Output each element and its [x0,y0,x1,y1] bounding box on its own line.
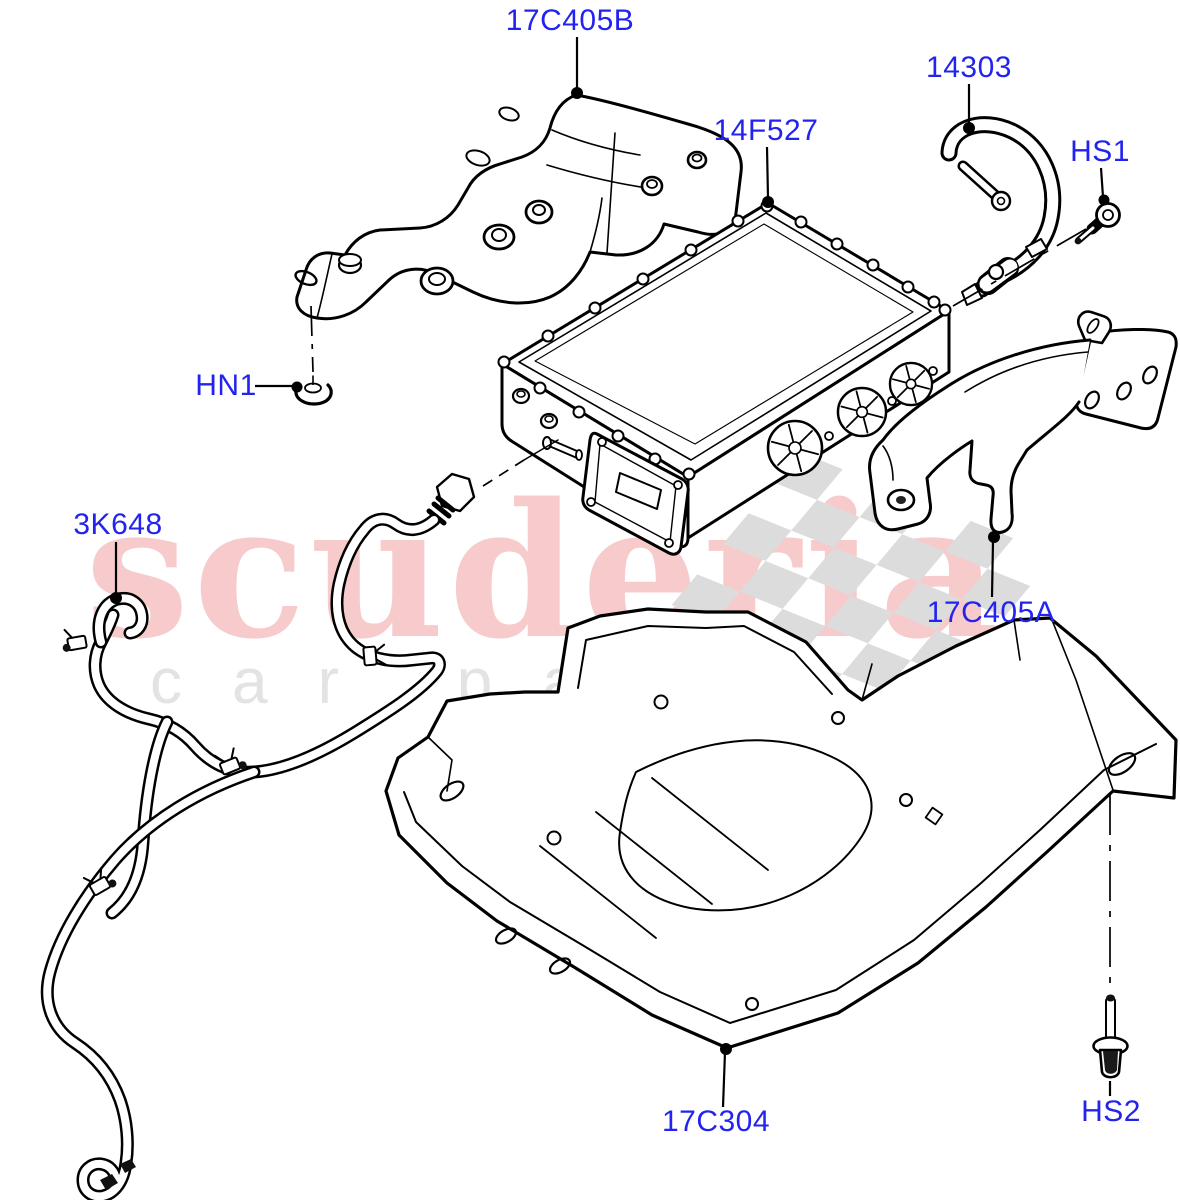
cooling-fan [888,361,934,407]
inverter-module-drawing[interactable] [497,199,952,556]
lid-screws [497,199,952,481]
nut-hn1-drawing[interactable] [294,375,333,406]
coolant-hose-drawing[interactable] [40,439,559,1200]
support-tray-drawing[interactable] [384,607,1178,1050]
part-label-HS2[interactable]: HS2 [1081,1095,1141,1128]
mounting-bracket-drawing[interactable] [868,310,1178,534]
part-label-HN1[interactable]: HN1 [195,369,257,402]
part-label-17C405A[interactable]: 17C405A [926,596,1056,629]
screw-hs1-drawing[interactable] [1074,202,1121,245]
part-label-14F527[interactable]: 14F527 [713,114,819,147]
grommet [419,150,708,296]
connector-box [581,431,690,556]
part-label-17C405B[interactable]: 17C405B [505,4,635,37]
part-label-HS1[interactable]: HS1 [1070,135,1130,168]
part-label-17C304[interactable]: 17C304 [661,1105,771,1138]
battery-cable-drawing[interactable] [940,116,1062,306]
cooling-fan [836,386,888,438]
hs1-axis-line [952,228,1087,307]
hn1-axis-line [310,305,314,373]
cooling-fan [766,419,824,477]
hose-clamp [62,628,387,1190]
part-label-3K648[interactable]: 3K648 [73,508,163,541]
leader-lines [110,37,1112,1108]
part-label-14303[interactable]: 14303 [926,51,1012,84]
screw-hs2-drawing[interactable] [1092,994,1129,1079]
